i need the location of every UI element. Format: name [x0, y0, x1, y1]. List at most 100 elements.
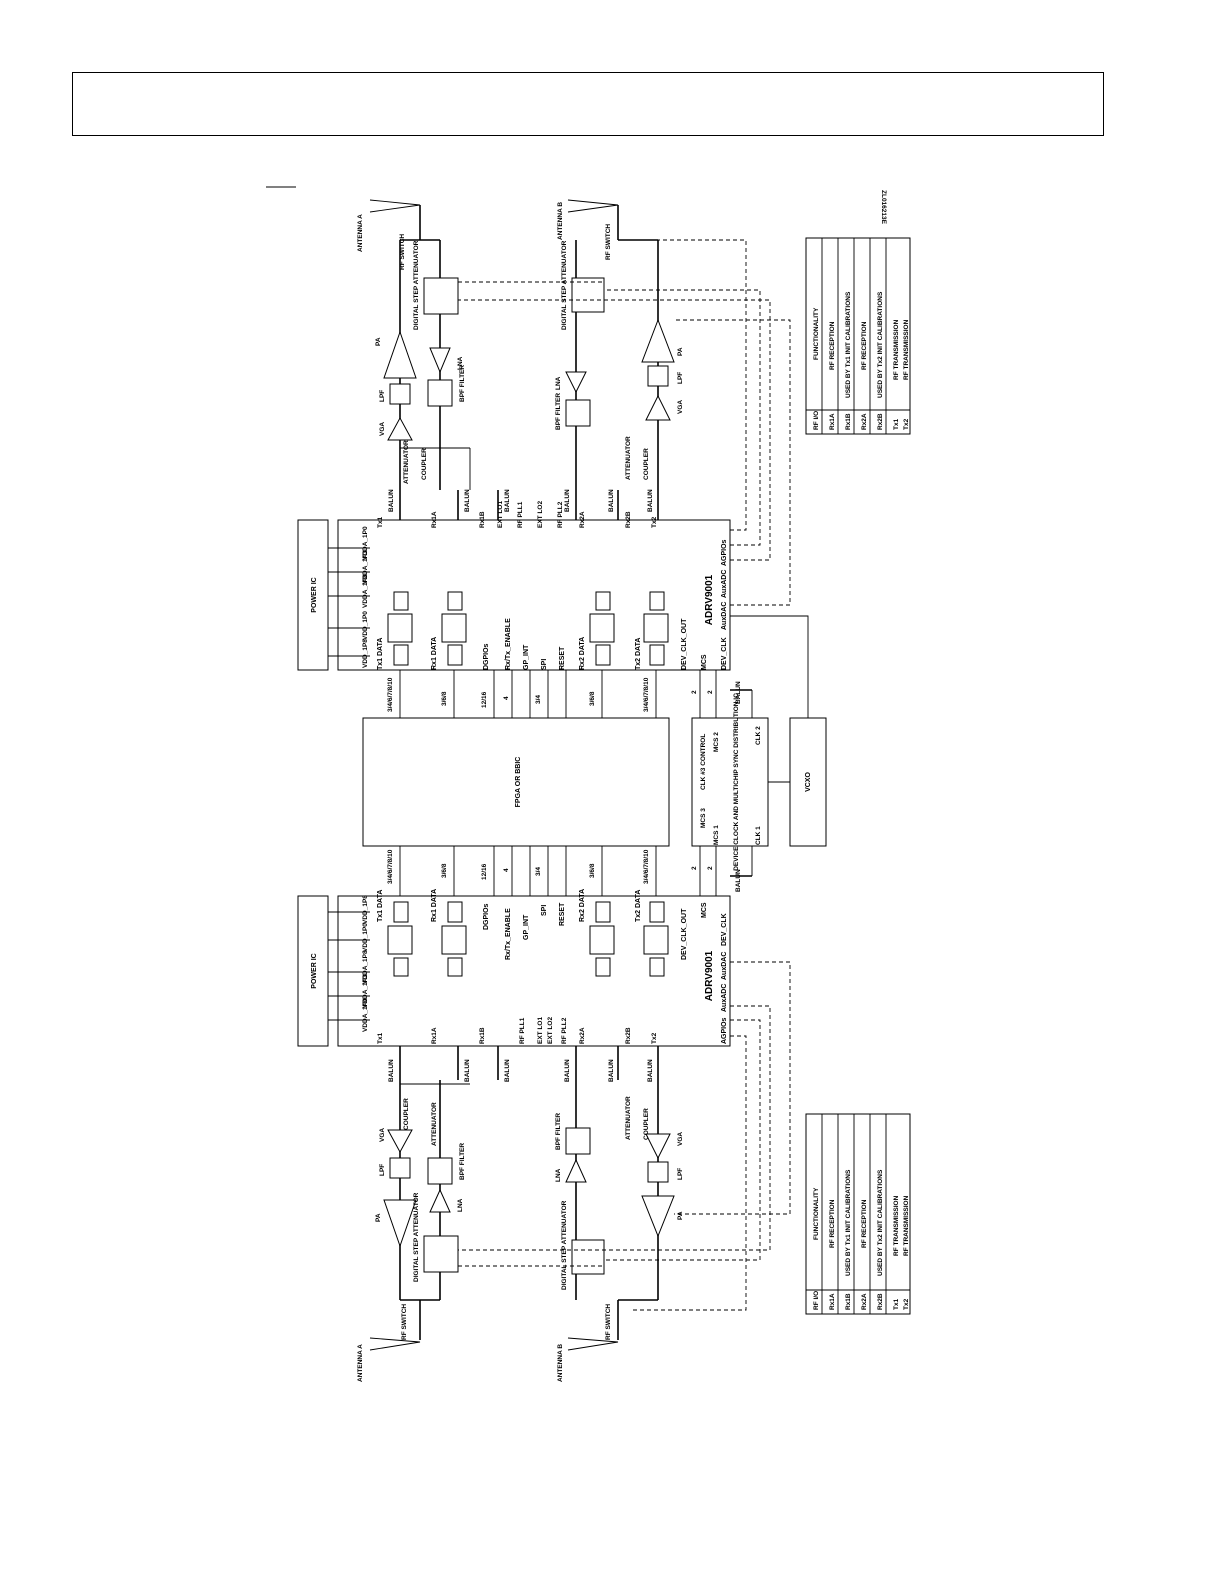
- lower-table-header-io: RF I/O: [813, 1291, 820, 1310]
- upper-port-tx1: Tx1: [377, 516, 384, 528]
- lower-clock-balun: BALUN: [735, 869, 742, 892]
- upper-table-row1-fn: RF RECEPTION: [829, 321, 836, 370]
- lower-table-row5-io: Tx1: [893, 1298, 900, 1310]
- lower-balun-label-1: BALUN: [388, 1059, 395, 1082]
- upper-ddc-dec-1: [441, 613, 467, 643]
- upper-bpf-a-label: BPF FILTER: [459, 365, 466, 402]
- lower-port-rx1a: Rx1A: [431, 1027, 438, 1044]
- upper-pa-b-label: PA: [677, 347, 684, 356]
- upper-dsa-b-label: DIGITAL STEP ATTENUATOR: [561, 240, 568, 330]
- lower-balun-label-6: BALUN: [647, 1059, 654, 1082]
- upper-adc-1: [447, 591, 463, 611]
- upper-port-tx2: Tx2: [651, 516, 658, 528]
- lower-ssi-tx1: [393, 901, 409, 923]
- lower-bpf-a-label: BPF FILTER: [459, 1143, 466, 1180]
- upper-vga-b-label: VGA: [677, 400, 684, 414]
- upper-dgpios: DGPIOs: [483, 643, 490, 670]
- upper-table-row3-io: Rx2A: [861, 413, 868, 430]
- page-header-frame: [72, 72, 1104, 136]
- upper-bpf-b-label: BPF FILTER: [555, 393, 562, 430]
- lower-table-header-fn: FUNCTIONALITY: [813, 1187, 820, 1240]
- lower-supply-label-2: VDDA_1P3: [362, 974, 369, 1008]
- lower-rx1-data: Rx1 DATA: [431, 889, 438, 922]
- lower-supply-label-3: VDDA_1P8: [362, 950, 369, 984]
- clock-ic-label: DEVICE CLOCK AND MULTICHIP SYNC DISTRIBU…: [733, 693, 740, 871]
- upper-chip-name: ADRV9001: [704, 574, 715, 625]
- upper-antenna-a-icon: [369, 199, 421, 213]
- upper-table-row6-io: Tx2: [903, 418, 910, 430]
- upper-supply-label-2: VDDA_1P3: [362, 550, 369, 584]
- lower-lpf-a-label: LPF: [379, 1164, 386, 1176]
- upper-port-rx2b: Rx2B: [625, 511, 632, 528]
- upper-rf-pll1: RF PLL1: [517, 501, 524, 528]
- upper-supply-label-4: VDD_1P0: [362, 611, 369, 640]
- lower-ssi-rx1: [447, 901, 463, 923]
- lower-bus-width-8: 2: [691, 866, 698, 870]
- upper-agpio-ctl-1: [630, 239, 747, 531]
- lower-rf-io-table: RF I/O FUNCTIONALITY Rx1A RF RECEPTION R…: [805, 1113, 911, 1315]
- upper-lpf-b-label: LPF: [677, 372, 684, 384]
- upper-power-ic: [297, 519, 329, 671]
- lower-mcs: MCS: [701, 902, 708, 918]
- upper-dsa-b: [571, 277, 605, 313]
- lower-rf-switch-a-label: RF SWITCH: [401, 1304, 408, 1340]
- upper-int-qec-lol-1: [387, 613, 413, 643]
- lower-int-qec-lol-1: [387, 925, 413, 955]
- lower-antenna-b-icon: [567, 1337, 619, 1351]
- lower-antenna-a-label: ANTENNA A: [357, 1344, 364, 1382]
- lower-supply-label-4: VDD_1P0: [362, 923, 369, 952]
- lower-dsa-b-label: DIGITAL STEP ATTENUATOR: [561, 1200, 568, 1290]
- upper-table-row1-io: Rx1A: [829, 413, 836, 430]
- upper-pa-b: [641, 318, 675, 363]
- lower-ext-lo1: EXT LO1: [537, 1017, 544, 1044]
- upper-vga-a: [387, 416, 413, 441]
- lower-rf-switch-b-label: RF SWITCH: [605, 1304, 612, 1340]
- clock-port-mcs2: MCS 2: [713, 732, 720, 752]
- upper-balun-label-6: BALUN: [647, 489, 654, 512]
- lower-table-row1-fn: RF RECEPTION: [829, 1199, 836, 1248]
- lower-gp-int: GP_INT: [523, 914, 530, 940]
- clock-port-mcs1: MCS 1: [713, 825, 720, 845]
- upper-attenuator-a-label: ATTENUATOR: [403, 440, 410, 484]
- upper-tx1-data: Tx1 DATA: [377, 638, 384, 670]
- lower-table-row2-io: Rx1B: [845, 1293, 852, 1310]
- upper-agpios-label: AGPIOs: [721, 539, 728, 566]
- upper-table-row6-fn: RF TRANSMISSION: [903, 319, 910, 380]
- lower-dac-2: [649, 957, 665, 977]
- bus-width-2: 3/6/8: [441, 691, 448, 706]
- lower-rf-pll1: RF PLL1: [519, 1017, 526, 1044]
- lower-ssi-rx2: [595, 901, 611, 923]
- upper-coupler-b-label: COUPLER: [643, 448, 650, 480]
- upper-vga-b: [645, 394, 671, 421]
- upper-lna-a-label: LNA: [457, 356, 464, 370]
- lower-pa-a: [383, 1199, 417, 1248]
- upper-table-row3-fn: RF RECEPTION: [861, 321, 868, 370]
- lower-table-row2-fn: USED BY Tx1 INIT CALIBRATIONS: [845, 1169, 852, 1276]
- upper-dac-2: [649, 591, 665, 611]
- lower-agpios-label: AGPIOs: [721, 1017, 728, 1044]
- upper-rf-switch-a-label: RF SWITCH: [399, 234, 406, 270]
- lower-port-rx2b: Rx2B: [625, 1027, 632, 1044]
- lower-antenna-a-icon: [369, 1337, 421, 1351]
- clock-port-clk1: CLK 1: [755, 826, 762, 845]
- upper-dac-1: [393, 591, 409, 611]
- upper-attenuator-b-label: ATTENUATOR: [625, 436, 632, 480]
- upper-adrv9001-group: POWER IC ADRV9001 DEV_CLK AuxDAC AuxADC …: [297, 190, 911, 671]
- upper-auxadc-label: AuxADC: [721, 570, 728, 598]
- upper-ddc-dec-2: [589, 613, 615, 643]
- lower-power-ic-label: POWER IC: [311, 953, 318, 988]
- upper-table-row2-fn: USED BY Tx1 INIT CALIBRATIONS: [845, 291, 852, 398]
- lower-bus-width-3: 12/16: [481, 863, 488, 880]
- upper-table-row2-io: Rx1B: [845, 413, 852, 430]
- lower-agpio-ctl-3: [458, 1005, 771, 1251]
- lower-balun-label-3: BALUN: [504, 1059, 511, 1082]
- lower-spi: SPI: [541, 905, 548, 916]
- lower-supply-label-5: VDD_1P8: [362, 895, 369, 924]
- upper-rf-io-table: RF I/O FUNCTIONALITY Rx1A RF RECEPTION R…: [805, 237, 911, 435]
- lower-rxtx-enable: Rx/Tx_ENABLE: [505, 908, 512, 960]
- upper-dev-clk-label: DEV_CLK: [721, 637, 728, 670]
- upper-table-row4-io: Rx2B: [877, 413, 884, 430]
- upper-mcs: MCS: [701, 654, 708, 670]
- lower-agpio-ctl-2: [604, 1019, 761, 1261]
- upper-gp-int: GP_INT: [523, 644, 530, 670]
